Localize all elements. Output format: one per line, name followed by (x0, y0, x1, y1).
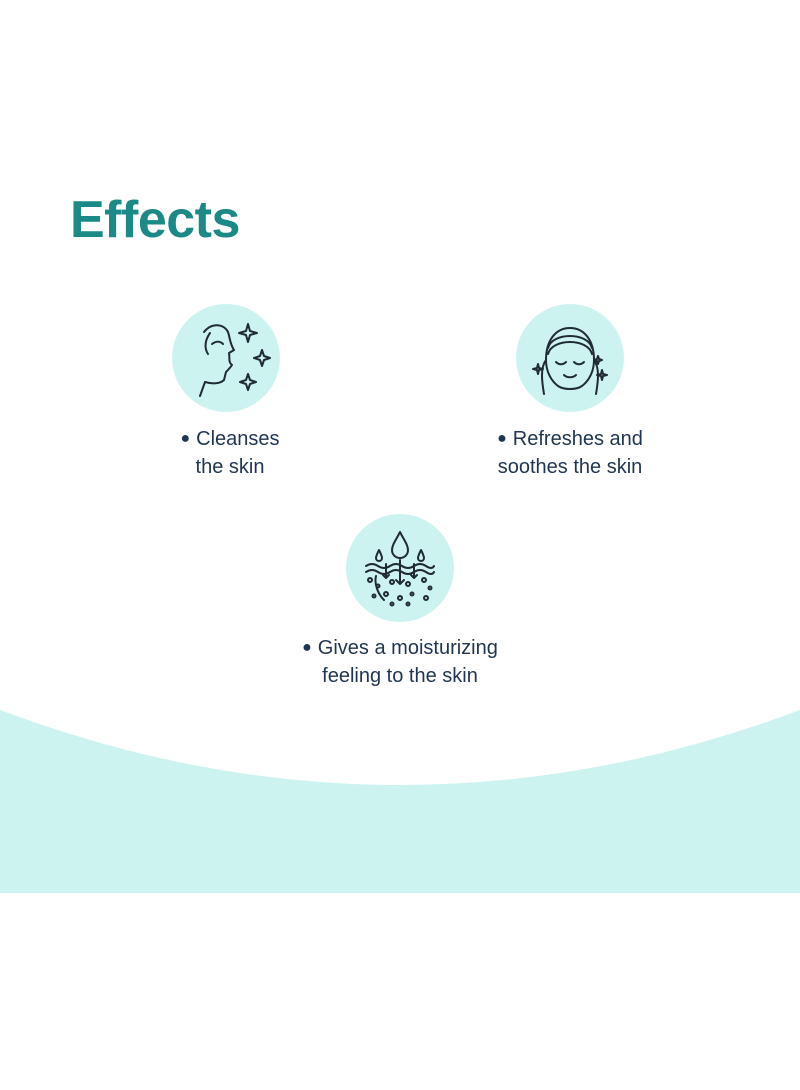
effect-caption: ●Cleanses the skin (180, 428, 280, 478)
effect-icon-badge (346, 514, 454, 622)
skin-moisture-icon (365, 531, 435, 607)
effect-icon-badge (516, 304, 624, 412)
face-headband-icon (532, 327, 608, 395)
page-title: Effects (70, 191, 240, 249)
bullet-icon: ● (302, 639, 312, 656)
face-sparkle-icon (199, 323, 271, 397)
bullet-icon: ● (497, 430, 507, 447)
bullet-icon: ● (180, 430, 191, 447)
effect-caption: ●Refreshes and soothes the skin (497, 428, 643, 478)
effect-caption: ●Gives a moisturizing feeling to the ski… (302, 637, 498, 687)
effect-icon-badge (172, 304, 280, 412)
